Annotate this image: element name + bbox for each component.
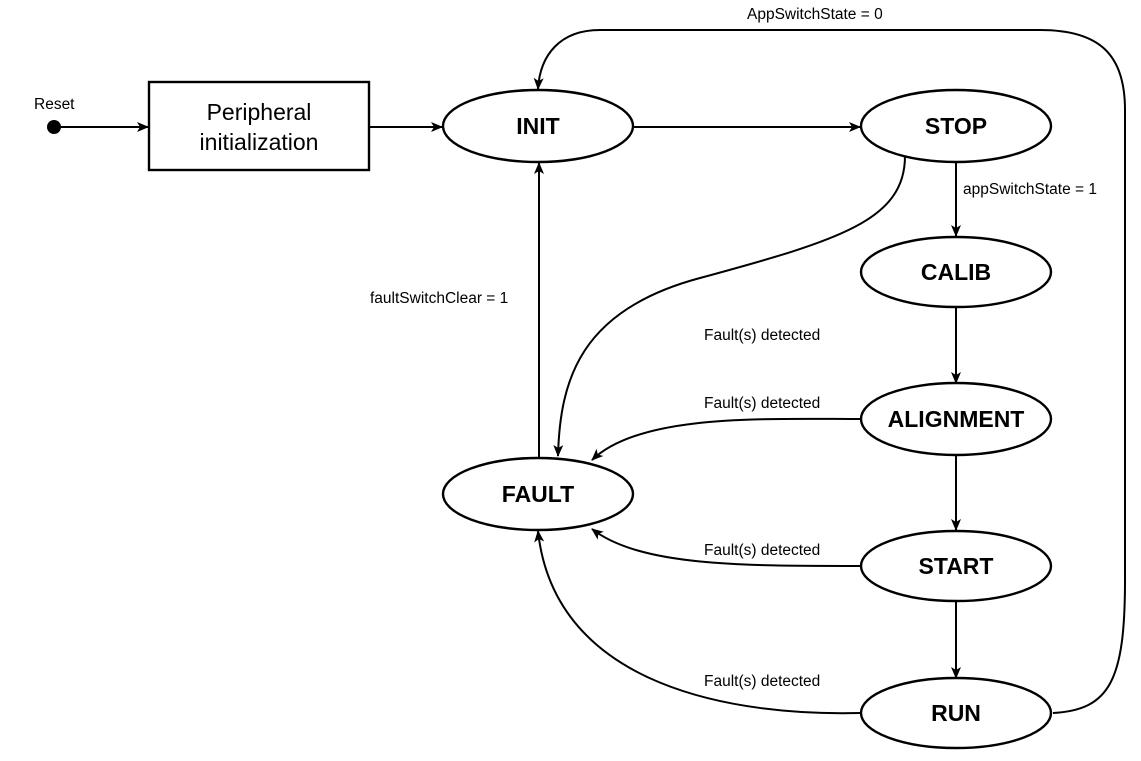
state-fault: FAULT bbox=[441, 456, 635, 532]
state-start-label: START bbox=[919, 553, 994, 579]
state-run: RUN bbox=[859, 676, 1053, 750]
edge-run-to-fault bbox=[534, 530, 861, 715]
label-stop-to-fault: Fault(s) detected bbox=[704, 327, 820, 344]
state-stop-label: STOP bbox=[925, 113, 987, 139]
label-run-to-fault: Fault(s) detected bbox=[704, 673, 820, 690]
peripheral-initialization-box bbox=[147, 80, 371, 172]
label-fault-to-init: faultSwitchClear = 1 bbox=[370, 290, 508, 307]
state-fault-label: FAULT bbox=[502, 481, 574, 507]
edge-alignment-to-fault bbox=[591, 417, 861, 461]
state-run-label: RUN bbox=[931, 700, 981, 726]
edge-start-to-fault bbox=[591, 528, 861, 567]
reset-dot bbox=[47, 120, 61, 134]
state-init-label: INIT bbox=[516, 113, 559, 139]
edge-run-to-init bbox=[533, 29, 1126, 714]
label-stop-to-calib: appSwitchState = 1 bbox=[963, 181, 1097, 198]
state-start: START bbox=[859, 529, 1053, 603]
state-calib-label: CALIB bbox=[921, 259, 991, 285]
state-calib: CALIB bbox=[859, 235, 1053, 309]
edge-stop-to-fault bbox=[553, 155, 906, 457]
peripheral-box-line2: initialization bbox=[200, 129, 319, 155]
state-stop: STOP bbox=[859, 88, 1053, 164]
state-alignment: ALIGNMENT bbox=[859, 381, 1053, 457]
label-alignment-to-fault: Fault(s) detected bbox=[704, 395, 820, 412]
reset-label: Reset bbox=[34, 96, 75, 113]
label-run-to-init: AppSwitchState = 0 bbox=[747, 6, 883, 23]
label-start-to-fault: Fault(s) detected bbox=[704, 542, 820, 559]
peripheral-box-line1: Peripheral bbox=[207, 99, 312, 125]
state-alignment-label: ALIGNMENT bbox=[888, 406, 1025, 432]
state-init: INIT bbox=[441, 88, 635, 164]
